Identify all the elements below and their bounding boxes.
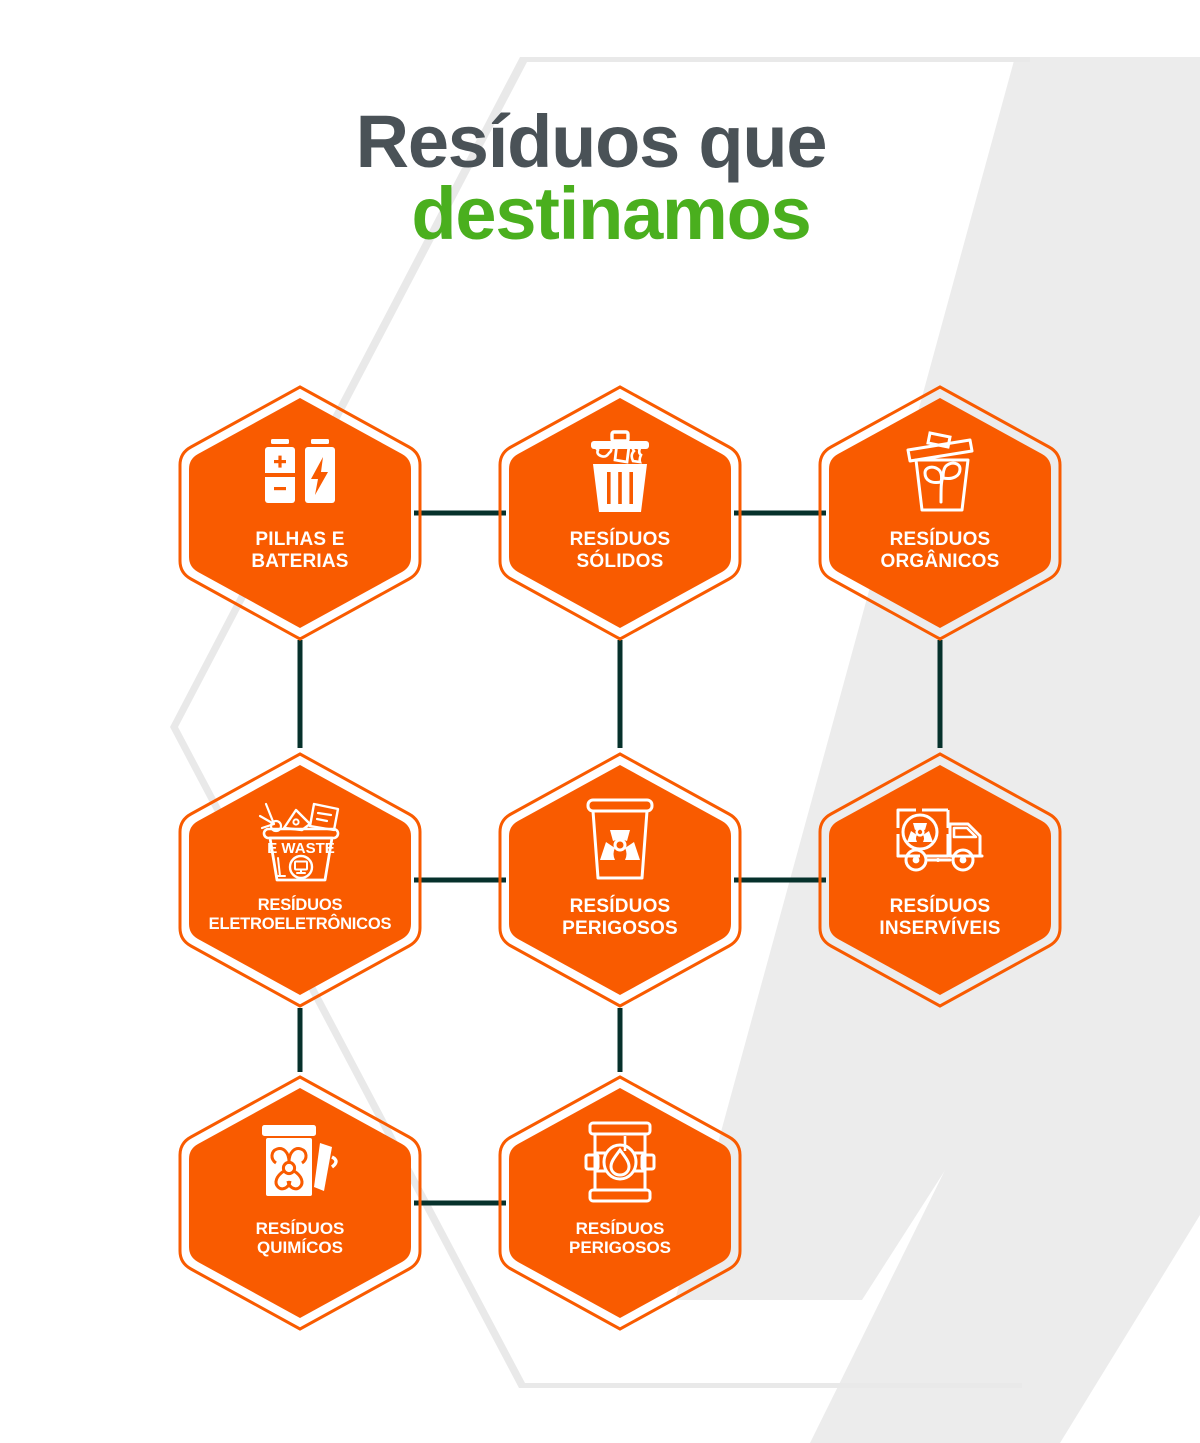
title-line-1: Resíduos que xyxy=(355,100,828,183)
tile-outer-ring xyxy=(178,752,422,1008)
tile-fill xyxy=(509,398,731,628)
tile-residuos-perigosos-oleo[interactable]: RESÍDUOS PERIGOSOS xyxy=(498,1075,742,1331)
tile-residuos-quimicos[interactable]: RESÍDUOS QUIMÍCOS xyxy=(178,1075,422,1331)
tile-pilhas-e-baterias[interactable]: PILHAS E BATERIAS xyxy=(178,385,422,641)
decor-gray-chevron xyxy=(810,760,1200,1443)
title-line-2: destinamos xyxy=(411,171,811,255)
tile-residuos-organicos[interactable]: RESÍDUOS ORGÂNICOS xyxy=(818,385,1062,641)
tile-outer-ring xyxy=(818,752,1062,1008)
tile-outer-ring xyxy=(818,385,1062,641)
tile-outer-ring xyxy=(178,385,422,641)
tile-fill xyxy=(829,765,1051,995)
biohazard-container-icon xyxy=(248,1119,352,1205)
tile-label: RESÍDUOS PERIGOSOS xyxy=(562,896,678,939)
tile-outer-ring xyxy=(178,1075,422,1331)
tile-residuos-perigosos-radioativo[interactable]: RESÍDUOS PERIGOSOS xyxy=(498,752,742,1008)
organic-bin-leaf-icon xyxy=(888,429,992,515)
tile-label: RESÍDUOS ELETROELETRÔNICOS xyxy=(208,896,392,933)
tile-label: RESÍDUOS QUIMÍCOS xyxy=(255,1219,345,1258)
tile-label: RESÍDUOS SÓLIDOS xyxy=(569,529,671,572)
tile-label: RESÍDUOS INSERVÍVEIS xyxy=(879,896,1001,939)
tile-fill xyxy=(509,765,731,995)
e-waste-bin-icon: E WASTE xyxy=(248,796,352,882)
radioactive-bin-icon xyxy=(568,796,672,882)
tile-fill xyxy=(829,398,1051,628)
battery-icon xyxy=(248,429,352,515)
tile-fill xyxy=(189,398,411,628)
tile-residuos-eletroeletronicos[interactable]: E WASTE RESÍDUOS ELETROELETRÔNICOS xyxy=(178,752,422,1008)
radioactive-truck-icon xyxy=(888,796,992,882)
tile-fill xyxy=(509,1088,731,1318)
tile-label: PILHAS E BATERIAS xyxy=(251,529,349,572)
tile-fill xyxy=(189,1088,411,1318)
e-waste-text: E WASTE xyxy=(267,840,335,857)
tile-residuos-inserviveis[interactable]: RESÍDUOS INSERVÍVEIS xyxy=(818,752,1062,1008)
tile-outer-ring xyxy=(498,752,742,1008)
tile-outer-ring xyxy=(498,385,742,641)
page-title: Resíduos que destinamos xyxy=(0,100,1200,255)
tile-outer-ring xyxy=(498,1075,742,1331)
oil-drum-droplet-icon xyxy=(568,1119,672,1205)
tile-label: RESÍDUOS PERIGOSOS xyxy=(568,1219,672,1258)
tile-residuos-solidos[interactable]: RESÍDUOS SÓLIDOS xyxy=(498,385,742,641)
trash-bin-icon xyxy=(568,429,672,515)
tile-label: RESÍDUOS ORGÂNICOS xyxy=(880,529,1000,572)
